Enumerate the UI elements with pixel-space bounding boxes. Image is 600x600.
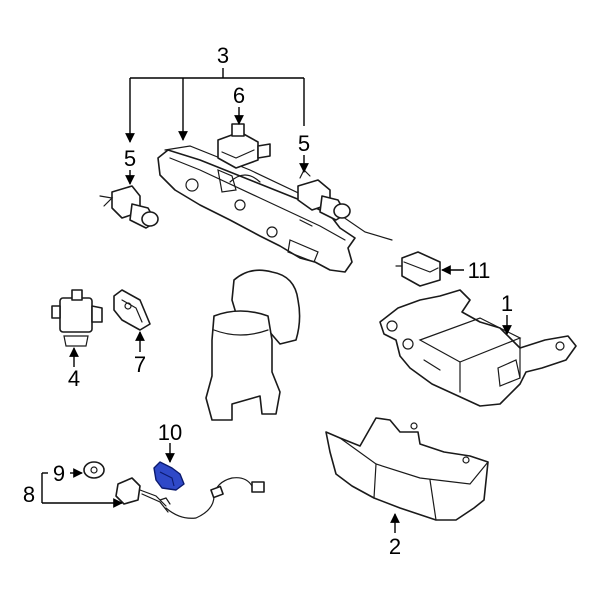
- callout-8: 8: [23, 482, 35, 507]
- vsv-valve-5-left: [99, 185, 159, 229]
- gasket-9: [83, 461, 105, 479]
- clip-10-highlighted: [153, 461, 185, 491]
- callout-10: 10: [158, 420, 182, 445]
- vacuum-valve-4: [51, 289, 103, 347]
- engine-ghost: [205, 269, 301, 421]
- canister-shield-2: [325, 417, 489, 521]
- callout-3: 3: [217, 43, 229, 68]
- callout-11: 11: [468, 258, 491, 283]
- vsv-valve-6: [217, 123, 271, 169]
- callout-5-left: 5: [124, 146, 136, 171]
- oxygen-sensor-8: [115, 477, 265, 519]
- callout-8-9-bracket: [41, 472, 123, 508]
- callout-6: 6: [233, 83, 245, 108]
- callout-1: 1: [501, 291, 513, 316]
- charcoal-canister-1: [379, 289, 577, 407]
- callout-3-leader: [125, 68, 305, 143]
- vsv-valve-5-right: [297, 168, 351, 221]
- callout-4: 4: [68, 366, 80, 391]
- callout-7: 7: [134, 352, 146, 377]
- sensor-11: [395, 251, 441, 287]
- callout-9: 9: [53, 461, 65, 486]
- bracket-7: [113, 289, 151, 331]
- manifold-bracket: [157, 145, 393, 273]
- callout-5-right: 5: [298, 131, 310, 156]
- callout-2: 2: [389, 534, 401, 559]
